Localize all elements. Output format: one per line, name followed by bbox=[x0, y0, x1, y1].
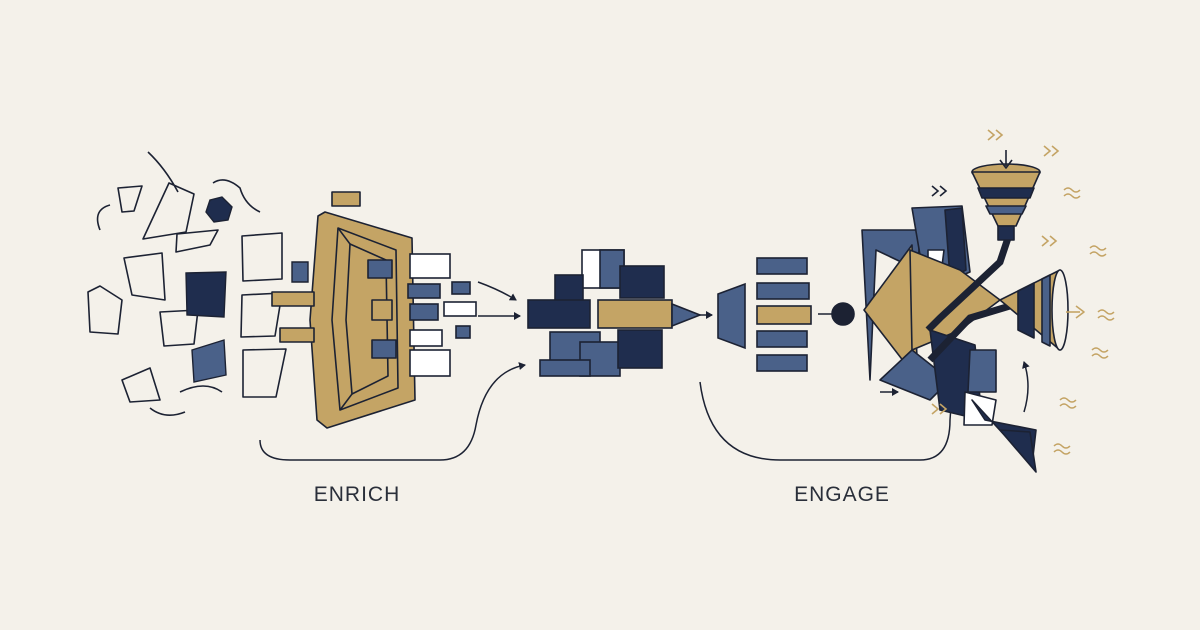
raw-fragments-icon bbox=[87, 151, 287, 416]
engage-label: ENGAGE bbox=[794, 483, 890, 506]
raw-solid-fragments bbox=[185, 196, 309, 383]
output-bars-icon bbox=[717, 257, 855, 372]
chevron-icon bbox=[931, 129, 1060, 415]
assembled-blocks-icon bbox=[527, 249, 703, 377]
refinery-gear-icon bbox=[271, 191, 416, 429]
wave-icon bbox=[1053, 187, 1115, 455]
funnel-icon bbox=[971, 150, 1041, 241]
enrich-label: ENRICH bbox=[313, 483, 401, 506]
horn-funnel-icon bbox=[999, 269, 1085, 351]
chevron-dark-icon bbox=[931, 185, 948, 197]
refined-blocks bbox=[407, 253, 477, 377]
